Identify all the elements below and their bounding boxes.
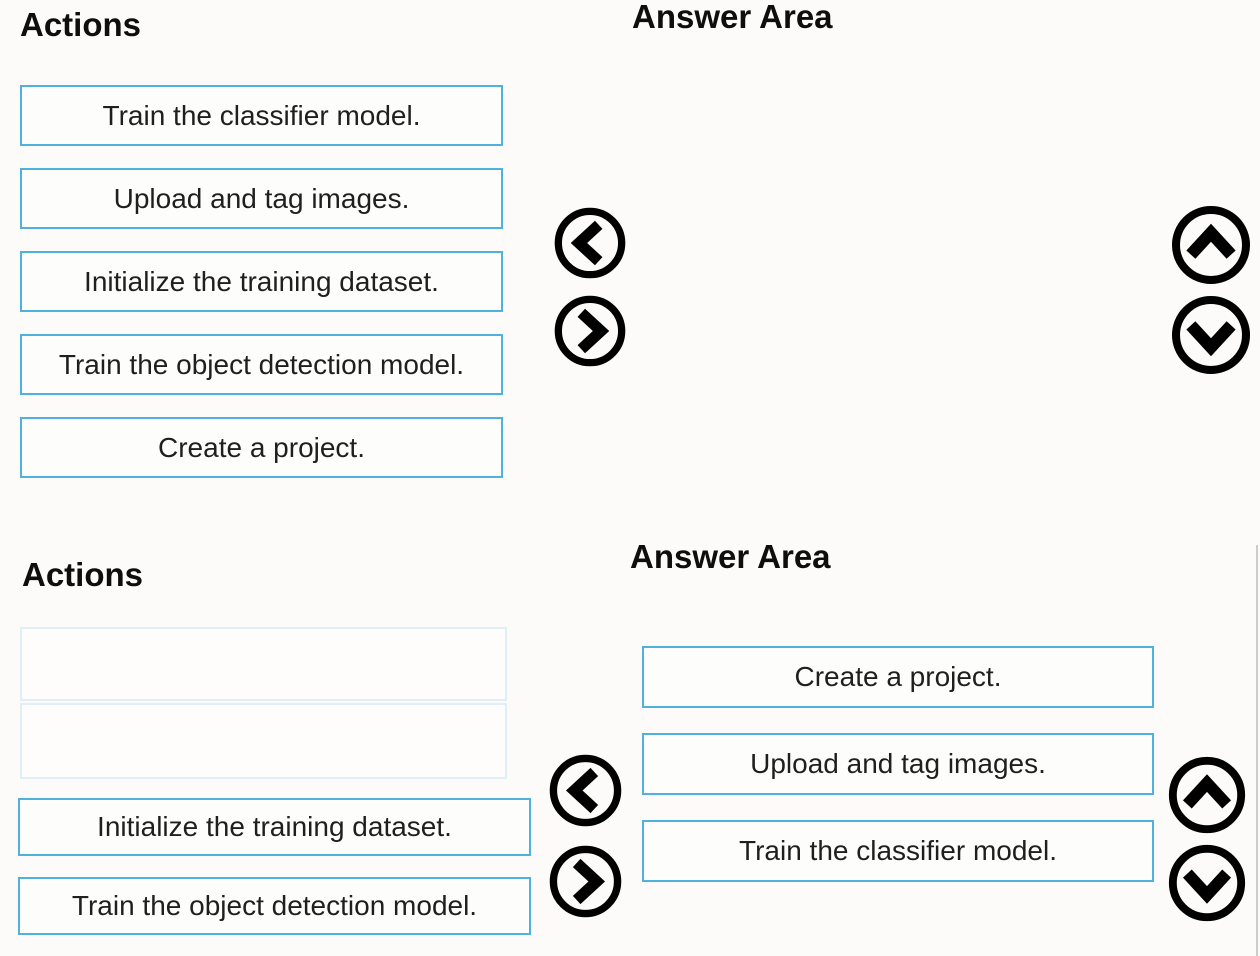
answer-item[interactable]: Upload and tag images. bbox=[642, 733, 1154, 795]
chevron-right-icon bbox=[549, 845, 622, 918]
answer-item[interactable]: Train the classifier model. bbox=[642, 820, 1154, 882]
answer-area-heading-bottom: Answer Area bbox=[630, 538, 831, 575]
chevron-left-icon bbox=[549, 754, 622, 827]
answer-area-heading-top: Answer Area bbox=[632, 0, 833, 35]
move-up-button[interactable] bbox=[1169, 203, 1253, 287]
move-left-button[interactable] bbox=[547, 752, 624, 829]
actions-heading-bottom: Actions bbox=[22, 556, 144, 593]
table-border-line bbox=[1256, 545, 1258, 956]
move-left-button[interactable] bbox=[552, 205, 628, 281]
move-down-button[interactable] bbox=[1166, 842, 1248, 924]
chevron-right-icon bbox=[554, 295, 626, 367]
action-item[interactable]: Train the object detection model. bbox=[20, 334, 503, 395]
action-item[interactable]: Initialize the training dataset. bbox=[20, 251, 503, 312]
move-right-button[interactable] bbox=[552, 293, 628, 369]
empty-slot bbox=[20, 627, 507, 701]
answer-item[interactable]: Create a project. bbox=[642, 646, 1154, 708]
move-down-button[interactable] bbox=[1169, 293, 1253, 377]
chevron-left-icon bbox=[554, 207, 626, 279]
empty-slot bbox=[20, 703, 507, 779]
actions-list-top: Train the classifier model. Upload and ta… bbox=[20, 85, 503, 500]
answer-area-list-bottom: Create a project. Upload and tag images. T… bbox=[642, 646, 1154, 907]
chevron-down-icon bbox=[1171, 295, 1251, 375]
actions-heading-top: Actions bbox=[20, 6, 142, 43]
chevron-up-icon bbox=[1168, 756, 1246, 834]
action-item[interactable]: Initialize the training dataset. bbox=[18, 798, 531, 856]
move-right-button[interactable] bbox=[547, 843, 624, 920]
actions-list-bottom: Initialize the training dataset. Train th… bbox=[18, 798, 531, 956]
move-up-button[interactable] bbox=[1166, 754, 1248, 836]
action-item[interactable]: Create a project. bbox=[20, 417, 503, 478]
chevron-down-icon bbox=[1168, 844, 1246, 922]
chevron-up-icon bbox=[1171, 205, 1251, 285]
action-item[interactable]: Train the classifier model. bbox=[20, 85, 503, 146]
action-item[interactable]: Train the object detection model. bbox=[18, 877, 531, 935]
action-item[interactable]: Upload and tag images. bbox=[20, 168, 503, 229]
